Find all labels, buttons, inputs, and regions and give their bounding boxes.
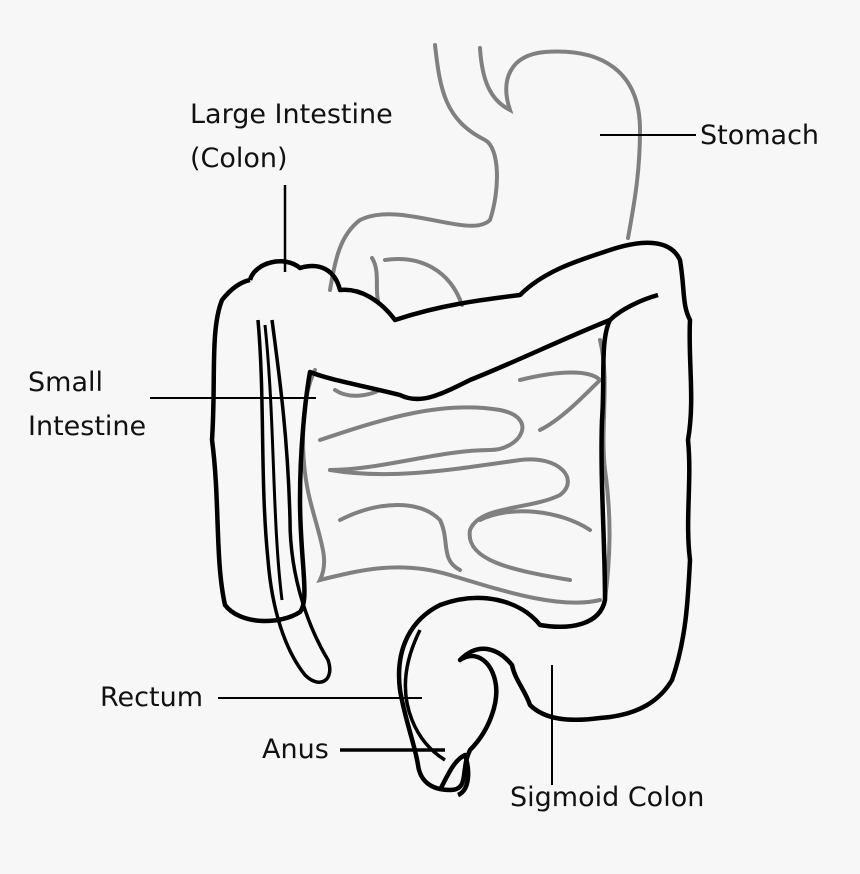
stomach-drawing xyxy=(328,43,643,307)
large-intestine-drawing xyxy=(209,240,694,798)
small-intestine-label: Small Intestine xyxy=(28,361,146,449)
small-intestine-drawing xyxy=(301,338,612,605)
large-intestine-label-line1: Large Intestine xyxy=(190,99,393,130)
stomach-label: Stomach xyxy=(700,120,820,151)
rectum-label: Rectum xyxy=(100,682,204,713)
large-intestine-label: Large Intestine (Colon) xyxy=(190,93,393,181)
sigmoid-colon-label: Sigmoid Colon xyxy=(510,782,705,813)
small-intestine-label-line2: Intestine xyxy=(28,411,147,442)
anus-label: Anus xyxy=(262,734,329,765)
small-intestine-label-line1: Small xyxy=(28,367,103,398)
leader-lines xyxy=(150,134,696,785)
large-intestine-label-line2: (Colon) xyxy=(190,143,288,174)
